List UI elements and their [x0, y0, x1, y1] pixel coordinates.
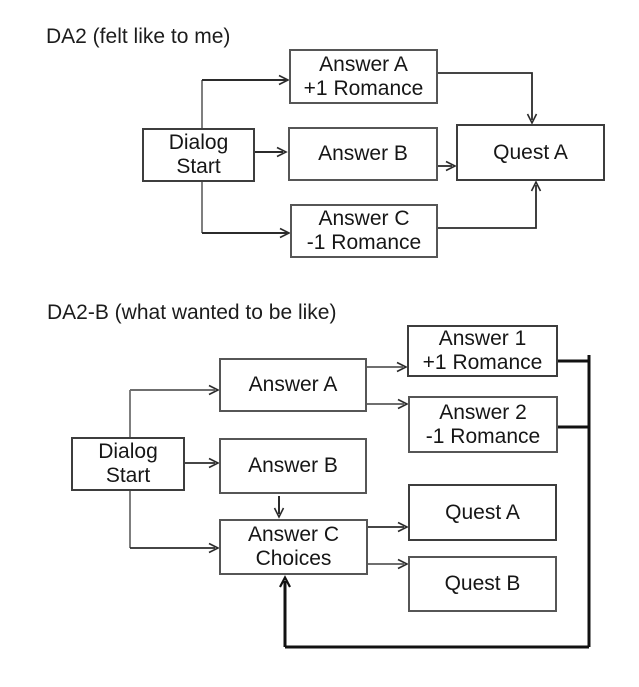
d1-box-answer-b: Answer B	[288, 127, 438, 181]
arrowhead-right-icon	[397, 521, 409, 533]
arrowhead-down-icon	[526, 113, 538, 125]
arrowhead-right-icon	[208, 457, 220, 469]
arrowhead-right-icon	[279, 227, 291, 239]
d1-box-dialog-start: Dialog Start	[142, 128, 255, 182]
arrowhead-down-icon	[273, 507, 285, 519]
d1-box-answer-c: Answer C -1 Romance	[290, 204, 438, 258]
arrowhead-up-icon	[279, 575, 291, 588]
d2-box-answer-2: Answer 2 -1 Romance	[408, 396, 558, 453]
d1-box-answer-a: Answer A +1 Romance	[289, 49, 438, 104]
d1-title: DA2 (felt like to me)	[46, 25, 231, 48]
d2-box-answer-b: Answer B	[219, 438, 367, 494]
d1-edge-answer-c-to-quest-a	[438, 185, 537, 229]
d2-title: DA2-B (what wanted to be like)	[47, 301, 337, 324]
d2-box-quest-b: Quest B	[408, 556, 557, 612]
arrowhead-right-icon	[445, 160, 457, 172]
arrowhead-right-icon	[397, 558, 409, 570]
d2-box-dialog-start: Dialog Start	[71, 437, 185, 491]
arrowhead-right-icon	[208, 542, 220, 554]
d1-edge-answer-a-to-quest-a	[438, 72, 533, 120]
arrowhead-up-icon	[530, 180, 542, 192]
d2-box-answer-a: Answer A	[219, 358, 367, 412]
d2-box-answer-c: Answer C Choices	[219, 519, 368, 575]
arrowhead-right-icon	[208, 384, 220, 396]
d2-feedback-loop-line	[283, 355, 591, 649]
arrowhead-right-icon	[397, 398, 409, 410]
arrowhead-right-icon	[278, 74, 290, 86]
d2-box-quest-a: Quest A	[408, 484, 557, 541]
arrowhead-right-icon	[276, 146, 288, 158]
arrowhead-right-icon	[396, 361, 408, 373]
d1-box-quest-a: Quest A	[456, 124, 605, 181]
d2-box-answer-1: Answer 1 +1 Romance	[407, 325, 558, 377]
